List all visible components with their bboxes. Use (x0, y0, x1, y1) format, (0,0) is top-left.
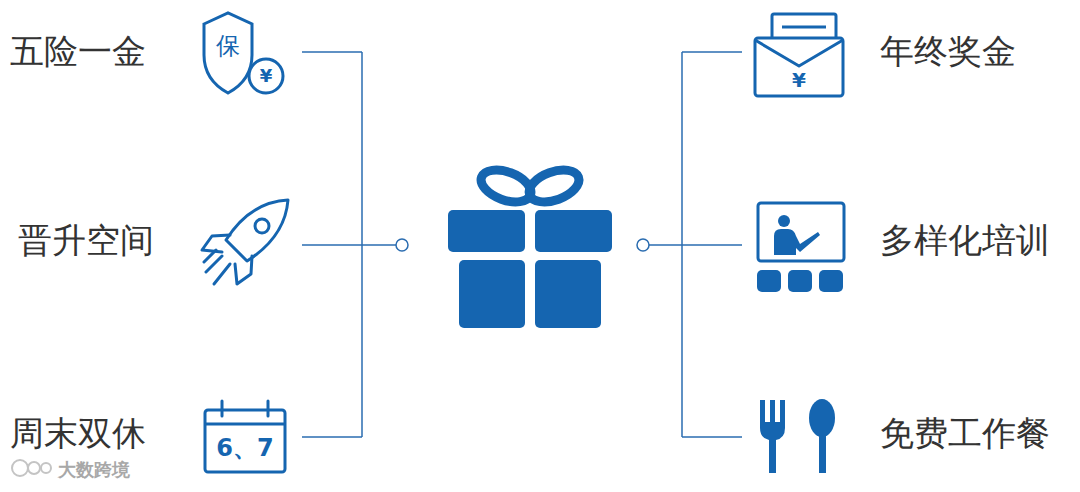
gift-icon (448, 164, 612, 328)
benefit-label: 免费工作餐 (880, 415, 1050, 452)
benefit-label: 年终奖金 (880, 33, 1016, 70)
watermark-logo (12, 460, 51, 476)
benefit-label: 多样化培训 (880, 222, 1050, 259)
insurance-icon (204, 13, 283, 93)
calendar-date: 6、7 (216, 435, 273, 461)
calendar-icon (205, 401, 285, 472)
watermark: 大数跨境 (58, 460, 130, 480)
benefit-label: 晋升空间 (18, 222, 154, 259)
currency-symbol: ¥ (260, 66, 273, 86)
leader-lines (302, 52, 742, 437)
icon-glyph: 保 (216, 33, 240, 59)
training-icon (757, 203, 844, 292)
benefit-label: 五险一金 (10, 33, 146, 70)
benefit-label: 周末双休 (10, 415, 146, 452)
bonus-envelope-icon (755, 14, 843, 96)
currency-symbol: ¥ (792, 69, 806, 91)
rocket-icon (202, 200, 288, 284)
meal-icon (760, 399, 835, 473)
